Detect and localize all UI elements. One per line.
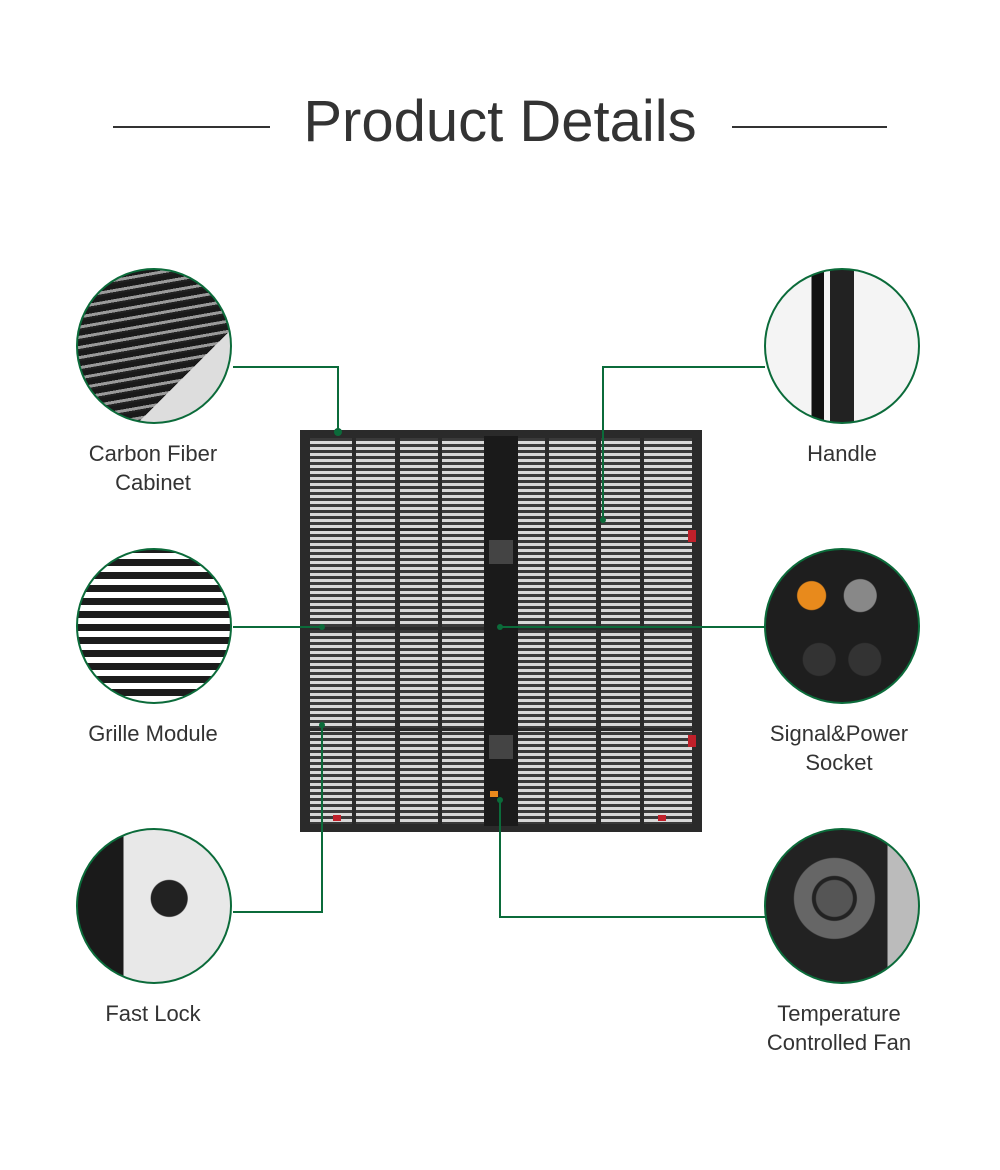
label-line: Controlled Fan (766, 1030, 912, 1055)
fan-mark (489, 735, 513, 759)
page-title: Product Details (303, 89, 697, 154)
center-spine (484, 436, 518, 826)
label-line: Signal&Power (769, 721, 909, 746)
led-panel (300, 430, 702, 832)
fan-mark (489, 540, 513, 564)
handle-label: Handle (807, 441, 877, 466)
callout-dots (319, 428, 606, 803)
title-rule-right (732, 126, 887, 128)
grille-module-label: Grille Module (88, 721, 218, 746)
title-rule-left (113, 126, 270, 128)
fast-lock-detail-image (76, 828, 232, 984)
label-line: Socket (805, 750, 873, 775)
label-line: Cabinet (115, 470, 191, 495)
fast-lock-label: Fast Lock (105, 1001, 201, 1026)
label-line: Carbon Fiber (88, 441, 218, 466)
socket-detail-image (764, 548, 920, 704)
carbon-fiber-detail-image (76, 268, 232, 424)
callout-lines (233, 366, 765, 918)
label-line: Temperature (777, 1001, 901, 1026)
grille-module-detail-image (76, 548, 232, 704)
fan-detail-image (764, 828, 920, 984)
handle-detail-image (764, 268, 920, 424)
